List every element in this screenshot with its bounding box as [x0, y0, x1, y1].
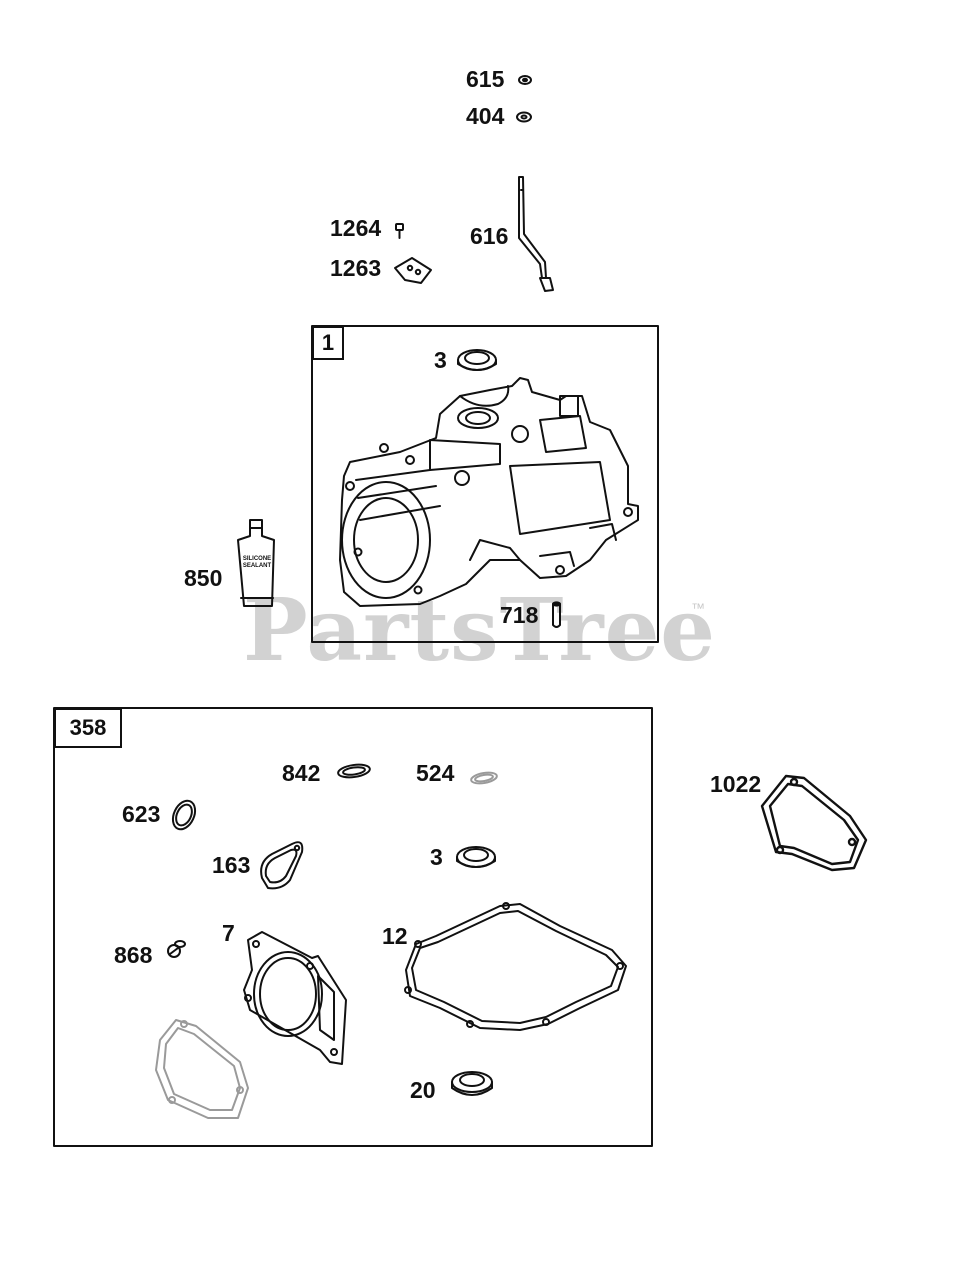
part-623-o-ring: [171, 799, 197, 831]
callout-1022[interactable]: 1022: [710, 771, 762, 797]
callout-616[interactable]: 616: [470, 223, 509, 249]
sealant-text-line2: SEALANT: [242, 563, 272, 569]
part-1264-screw: [395, 223, 404, 239]
part-718-dowel-pin: [552, 601, 561, 628]
watermark: PartsTree: [243, 580, 717, 681]
callout-850[interactable]: 850: [184, 565, 223, 591]
part-12-crankcase-gasket: [404, 902, 627, 1031]
part-850-sealant-tube: [237, 519, 275, 607]
part-868-plug: [167, 940, 186, 958]
part-842-o-ring: [337, 763, 371, 779]
part-404-washer: [516, 111, 532, 123]
callout-524[interactable]: 524: [416, 760, 455, 786]
part-20-oil-seal: [451, 1071, 493, 1096]
part-1022-gasket: [760, 774, 868, 872]
callout-842[interactable]: 842: [282, 760, 321, 786]
sealant-text-line1: SILICONE: [242, 556, 272, 562]
gasket-set-group-tag: 358: [54, 708, 122, 748]
callout-163[interactable]: 163: [212, 852, 251, 878]
callout-7[interactable]: 7: [222, 920, 235, 946]
trademark-symbol: ™: [691, 600, 705, 616]
cylinder-group-tag: 1: [312, 326, 344, 360]
gasket-set-frame: [53, 707, 653, 1147]
part-616-dipstick: [518, 176, 554, 292]
part-7-head-gasket: [243, 931, 347, 1065]
part-1-cylinder-block: [339, 377, 639, 607]
part-3-oil-seal-top: [457, 349, 497, 371]
part-163-gasket: [260, 841, 304, 890]
cylinder-group-frame: [311, 325, 659, 643]
part-615-nut: [518, 75, 532, 85]
part-1263-bracket: [394, 257, 432, 284]
part-524-o-ring: [470, 771, 498, 785]
callout-615[interactable]: 615: [466, 66, 505, 92]
part-3-oil-seal-set: [456, 846, 496, 868]
callout-12[interactable]: 12: [382, 923, 408, 949]
callout-1263[interactable]: 1263: [330, 255, 382, 281]
sealant-tube-text: SILICONE SEALANT: [240, 556, 274, 570]
callout-404[interactable]: 404: [466, 103, 505, 129]
callout-868[interactable]: 868: [114, 942, 153, 968]
callout-3-set[interactable]: 3: [430, 844, 443, 870]
callout-1264[interactable]: 1264: [330, 215, 382, 241]
callout-3-top[interactable]: 3: [434, 347, 447, 373]
callout-20[interactable]: 20: [410, 1077, 436, 1103]
callout-623[interactable]: 623: [122, 801, 161, 827]
callout-718[interactable]: 718: [500, 602, 539, 628]
part-7-rocker-gasket: [155, 1019, 249, 1119]
